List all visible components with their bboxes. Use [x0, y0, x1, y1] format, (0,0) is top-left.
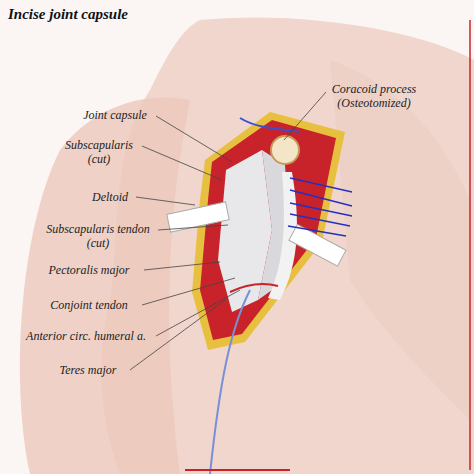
frame-line — [185, 469, 290, 471]
title: Incise joint capsule — [8, 6, 128, 23]
part-label: Subscapularis (cut) — [60, 138, 138, 166]
part-label: Pectoralis major — [30, 263, 148, 277]
retractor — [289, 224, 346, 266]
part-label: Anterior circ. humeral a. — [6, 329, 166, 343]
muscle — [200, 120, 336, 340]
frame-line — [469, 20, 471, 470]
part-label: Coracoid process (Osteotomized) — [318, 82, 430, 110]
coracoid-process — [271, 136, 299, 164]
vessel — [240, 118, 300, 132]
leader-lines — [130, 92, 326, 370]
vessel — [210, 290, 250, 474]
part-label: Conjoint tendon — [30, 298, 148, 312]
chest-skin — [330, 60, 470, 420]
stay-sutures — [288, 178, 352, 236]
part-label: Subscapularis tendon (cut) — [36, 222, 160, 250]
part-label: Deltoid — [80, 190, 140, 204]
humeral-artery — [230, 284, 278, 292]
part-label: Teres major — [40, 363, 136, 377]
deltoid-skin — [20, 97, 190, 474]
incision-edge — [192, 112, 345, 350]
part-label: Joint capsule — [60, 108, 170, 122]
